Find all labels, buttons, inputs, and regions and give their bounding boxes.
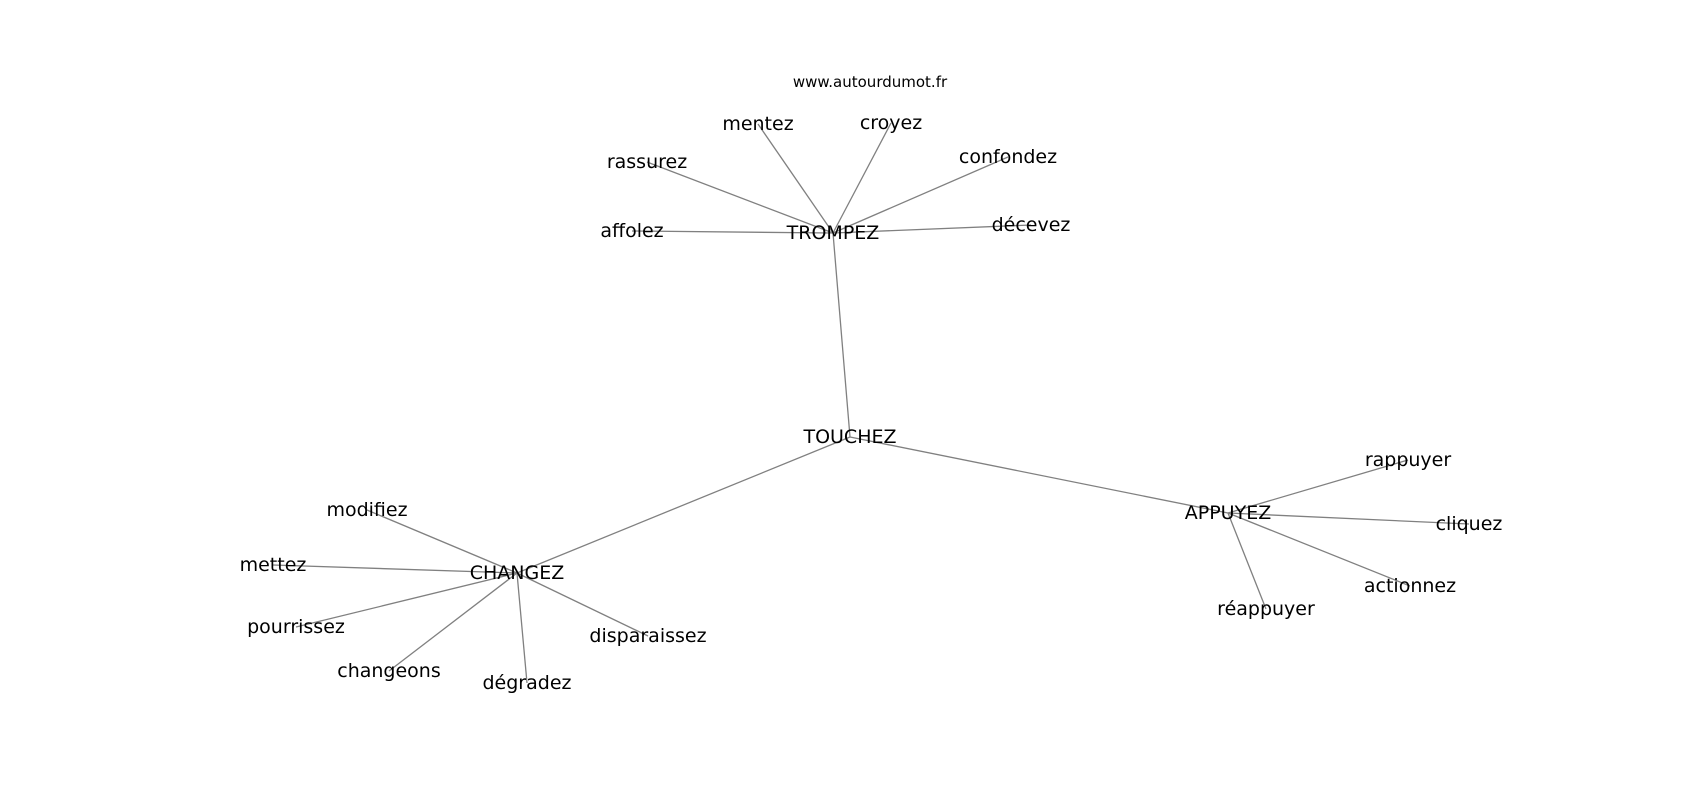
node-changeons[interactable]: changeons xyxy=(337,660,441,682)
edge-changez-modifiez xyxy=(366,509,518,574)
node-changez[interactable]: CHANGEZ xyxy=(470,562,565,584)
node-affolez[interactable]: affolez xyxy=(600,220,663,242)
node-reappuyer[interactable]: réappuyer xyxy=(1217,598,1315,620)
node-pourrissez[interactable]: pourrissez xyxy=(247,616,345,638)
edge-appuyez-rappuyer xyxy=(1227,459,1409,514)
edge-changez-pourrissez xyxy=(295,572,518,628)
edge-appuyez-actionnez xyxy=(1227,512,1411,587)
edge-trompez-mentez xyxy=(757,123,834,234)
node-rappuyer[interactable]: rappuyer xyxy=(1365,449,1452,471)
node-mentez[interactable]: mentez xyxy=(722,113,793,135)
edges-layer xyxy=(272,122,1470,684)
node-rassurez[interactable]: rassurez xyxy=(607,151,687,173)
edge-changez-disparaissez xyxy=(516,572,649,637)
node-decevez[interactable]: décevez xyxy=(992,214,1071,236)
edge-appuyez-reappuyer xyxy=(1227,512,1267,610)
node-confondez[interactable]: confondez xyxy=(959,146,1057,168)
node-mettez[interactable]: mettez xyxy=(240,554,307,576)
node-touchez[interactable]: TOUCHEZ xyxy=(802,426,896,448)
edge-trompez-confondez xyxy=(832,156,1009,234)
node-croyez[interactable]: croyez xyxy=(860,112,922,134)
edge-trompez-rassurez xyxy=(646,161,834,234)
edge-appuyez-cliquez xyxy=(1227,512,1470,525)
node-trompez[interactable]: TROMPEZ xyxy=(786,222,880,244)
node-modifiez[interactable]: modifiez xyxy=(326,499,407,521)
edge-trompez-affolez xyxy=(631,230,834,234)
node-disparaissez[interactable]: disparaissez xyxy=(589,625,706,647)
site-url-label: www.autourdumot.fr xyxy=(793,73,948,91)
edge-trompez-decevez xyxy=(832,224,1032,234)
node-appuyez[interactable]: APPUYEZ xyxy=(1185,502,1271,524)
node-actionnez[interactable]: actionnez xyxy=(1364,575,1456,597)
edge-touchez-appuyez xyxy=(849,436,1229,514)
node-cliquez[interactable]: cliquez xyxy=(1436,513,1503,535)
edge-changez-changeons xyxy=(388,572,518,672)
edge-changez-degradez xyxy=(516,572,528,684)
edge-trompez-croyez xyxy=(832,122,892,234)
edge-touchez-trompez xyxy=(832,232,851,438)
nodes-layer: TOUCHEZ TROMPEZ CHANGEZ APPUYEZ mentez croyez… xyxy=(240,112,1503,694)
node-degradez[interactable]: dégradez xyxy=(483,672,572,694)
edge-touchez-changez xyxy=(516,436,851,574)
edge-changez-mettez xyxy=(272,564,518,574)
